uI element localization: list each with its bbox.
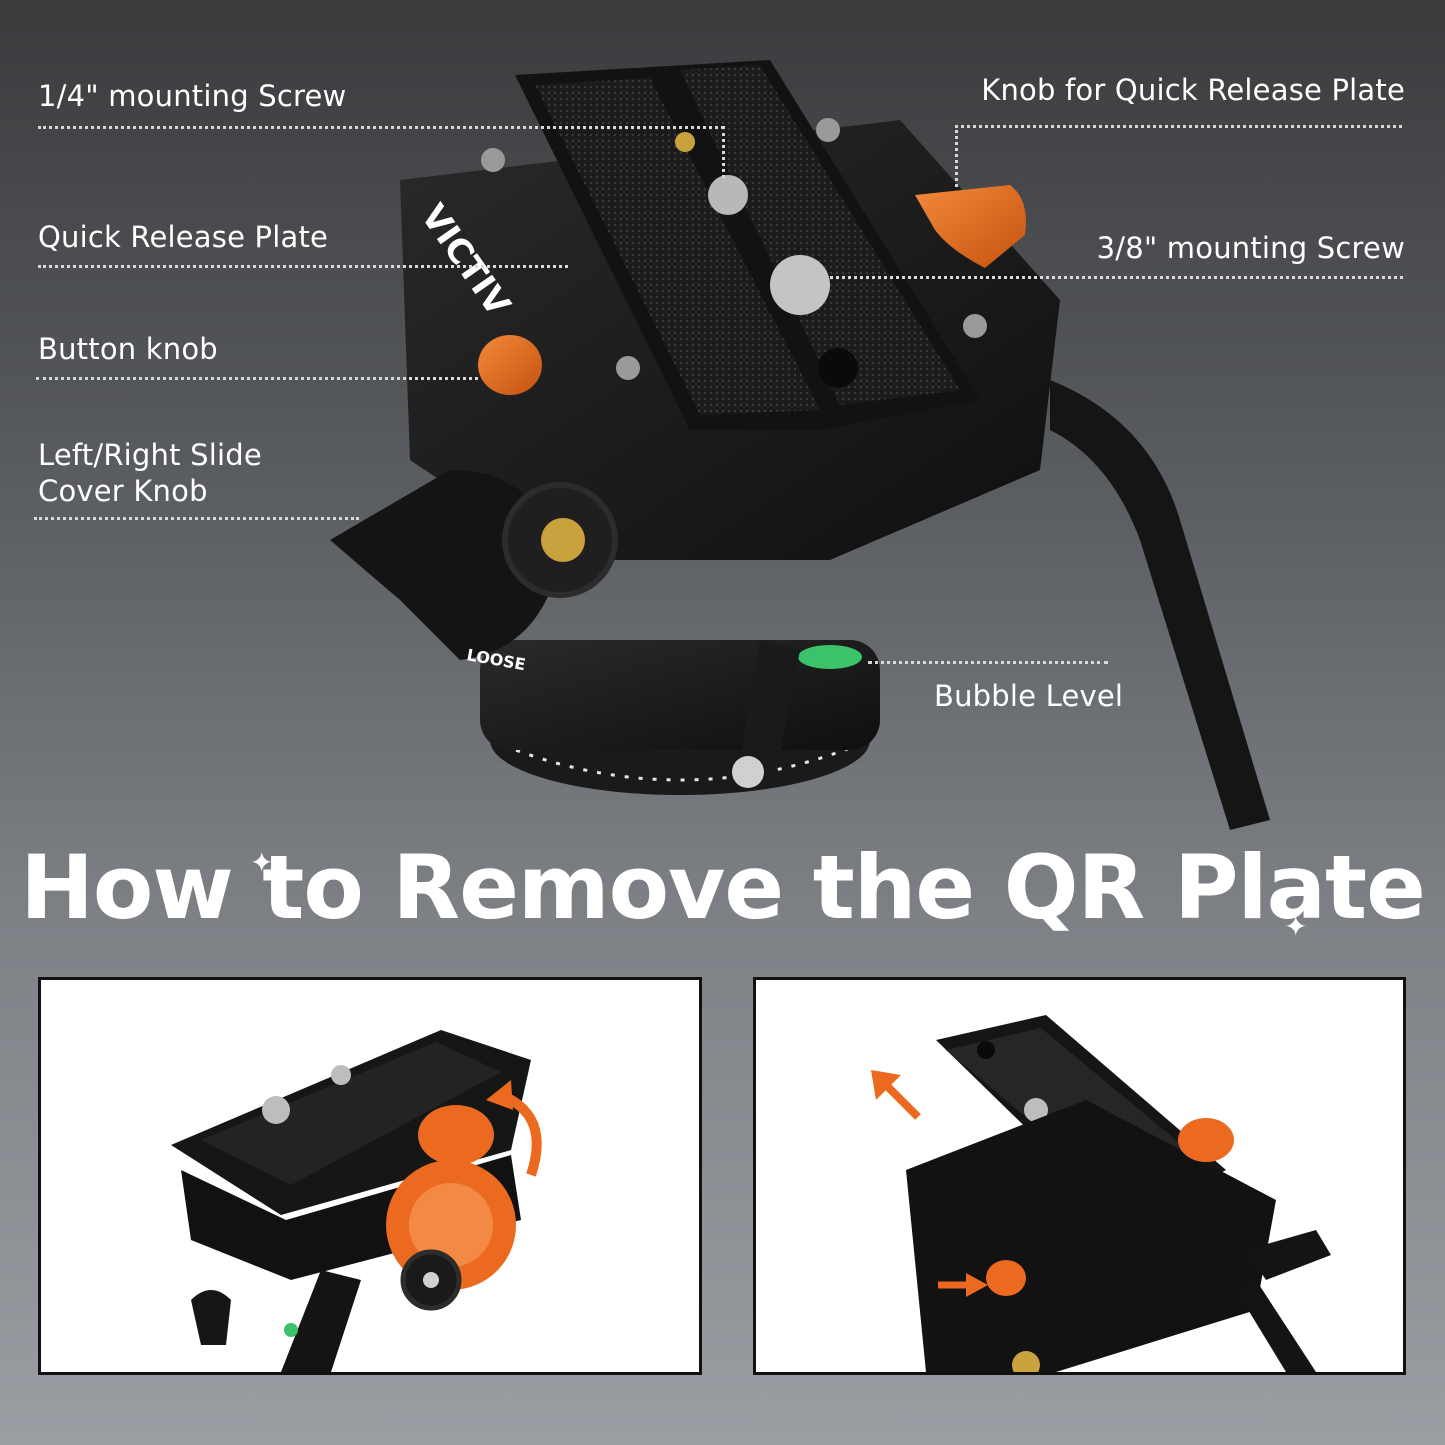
step1-illustration — [171, 1030, 531, 1372]
leader-slide-knob — [34, 517, 359, 520]
leader-bubble-level — [868, 661, 1108, 664]
label-button-knob: Button knob — [38, 332, 218, 366]
leader-knob-qr-plate-drop — [955, 125, 958, 187]
up-left-arrow-icon — [871, 1070, 921, 1120]
leader-qr-plate — [38, 265, 568, 268]
leader-quarter-screw — [38, 126, 724, 129]
qr-plate-knob — [1178, 1118, 1234, 1162]
leader-quarter-screw-drop — [722, 126, 725, 178]
leader-three-eighth-screw — [830, 276, 1403, 279]
three-eighth-screw — [770, 255, 830, 315]
pan-handle — [1050, 380, 1270, 830]
right-arrow-icon — [938, 1273, 988, 1297]
label-bubble-level: Bubble Level — [934, 679, 1124, 713]
label-qr-plate: Quick Release Plate — [38, 220, 329, 254]
sparkle-icon: ✦ — [250, 846, 274, 879]
leader-knob-qr-plate — [955, 125, 1402, 128]
qr-plate-knob — [915, 185, 1026, 268]
bubble-level — [798, 645, 862, 669]
qr-plate-knob — [418, 1105, 494, 1165]
button-knob — [986, 1260, 1026, 1296]
side-knob — [330, 470, 560, 660]
label-slide-knob-line2: Cover Knob — [38, 474, 208, 508]
label-quarter-screw: 1/4" mounting Screw — [38, 79, 347, 113]
quarter-inch-screw — [708, 175, 748, 215]
step2-illustration — [906, 1015, 1331, 1372]
leader-button-knob — [36, 377, 478, 380]
tripod-head-illustration: VICTIV LOOSE — [330, 60, 1270, 830]
step-panel-slide-plate — [753, 977, 1406, 1375]
curved-arrow-icon — [486, 1080, 542, 1177]
headline: How to Remove the QR Plate — [20, 836, 1426, 939]
label-three-eighth-screw: 3/8" mounting Screw — [1096, 231, 1405, 265]
label-slide-knob-line1: Left/Right Slide — [38, 438, 262, 472]
step-panel-rotate-knob — [38, 977, 702, 1375]
sparkle-icon: ✦ — [1284, 910, 1308, 943]
button-knob — [478, 335, 542, 395]
label-knob-qr-plate: Knob for Quick Release Plate — [981, 73, 1405, 107]
